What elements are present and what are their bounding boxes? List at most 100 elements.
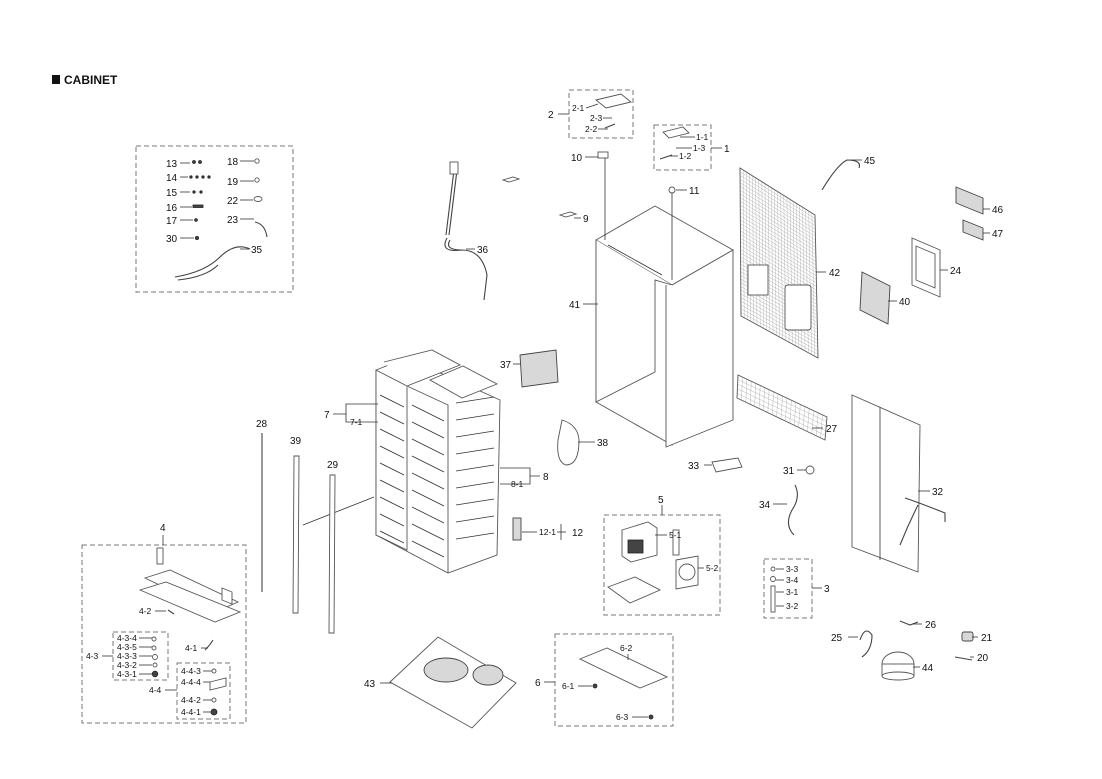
grid-line <box>455 481 495 489</box>
label-9: 9 <box>583 214 589 225</box>
label-28: 28 <box>256 419 268 430</box>
grid-line <box>807 408 810 432</box>
group-box-4-3 <box>112 631 169 681</box>
label-15: 15 <box>166 188 178 199</box>
grid-line <box>798 404 801 428</box>
label-5-2: 5-2 <box>706 563 719 573</box>
grid-line <box>740 230 817 276</box>
grid-line <box>754 383 756 407</box>
grid-line <box>763 387 765 411</box>
label-32: 32 <box>932 487 944 498</box>
label-25: 25 <box>831 633 843 644</box>
grid-line <box>740 212 816 259</box>
label-29: 29 <box>327 460 339 471</box>
base-assembly-4 <box>138 547 242 716</box>
label-8-1: 8-1 <box>511 479 524 489</box>
parts-12-37-38 <box>512 349 580 541</box>
label-38: 38 <box>597 438 609 449</box>
grid-line <box>740 193 816 241</box>
grid-line <box>379 445 405 459</box>
group-box-6 <box>554 633 674 727</box>
bottom-plate-43 <box>389 636 517 729</box>
grid-line <box>737 393 826 436</box>
label-7-1: 7-1 <box>350 417 363 427</box>
part-36 <box>444 161 488 301</box>
title-marker <box>52 75 60 84</box>
group-6-parts <box>578 647 669 720</box>
label-34: 34 <box>759 500 771 511</box>
grid-line <box>740 301 818 344</box>
grid-line <box>740 234 817 280</box>
compressor-44 <box>859 620 974 681</box>
label-10: 10 <box>571 153 583 164</box>
label-4-3-3: 4-3-3 <box>117 651 137 661</box>
label-24: 24 <box>950 266 962 277</box>
grid-line <box>794 402 797 426</box>
grid-line <box>455 396 495 404</box>
label-6-1: 6-1 <box>562 681 575 691</box>
grid-line <box>739 175 816 223</box>
grid-line <box>379 462 405 476</box>
label-4-3-4: 4-3-4 <box>117 633 137 643</box>
label-3-1: 3-1 <box>786 587 799 597</box>
label-3: 3 <box>824 584 830 595</box>
label-36: 36 <box>477 245 489 256</box>
label-37: 37 <box>500 360 512 371</box>
group-box-3 <box>763 558 813 619</box>
inner-liner <box>302 349 501 574</box>
grid-line <box>758 385 761 409</box>
label-5: 5 <box>658 495 664 506</box>
grid-line <box>740 219 817 266</box>
grid-line <box>750 381 752 405</box>
grid-line <box>455 413 495 421</box>
label-4-1: 4-1 <box>185 643 198 653</box>
leader-lines <box>102 103 990 718</box>
grid-line <box>379 479 405 493</box>
label-17: 17 <box>166 216 178 227</box>
label-1-3: 1-3 <box>693 143 706 153</box>
label-33: 33 <box>688 461 700 472</box>
label-47: 47 <box>992 229 1004 240</box>
label-11: 11 <box>689 186 700 197</box>
label-41: 41 <box>569 300 581 311</box>
diagram-title: CABINET <box>64 73 118 87</box>
back-panel-42 <box>739 167 819 359</box>
label-4: 4 <box>160 523 166 534</box>
label-42: 42 <box>829 268 841 279</box>
grid-line <box>740 190 816 237</box>
group-box-hardware <box>135 145 294 293</box>
label-2-2: 2-2 <box>585 124 598 134</box>
label-6-2: 6-2 <box>620 643 633 653</box>
grid-line <box>740 308 818 352</box>
label-2-1: 2-1 <box>572 103 585 113</box>
grid-line <box>785 398 788 422</box>
grid-line <box>811 410 814 434</box>
label-6: 6 <box>535 678 541 689</box>
group-box-4-4 <box>176 662 231 720</box>
grid-line <box>411 540 445 558</box>
label-4-4: 4-4 <box>149 685 162 695</box>
grid-line <box>740 312 819 355</box>
label-4-2: 4-2 <box>139 606 152 616</box>
label-4-4-4: 4-4-4 <box>181 677 201 687</box>
grid-line <box>816 412 819 436</box>
label-1-1: 1-1 <box>696 132 709 142</box>
grid-line <box>379 513 405 527</box>
label-27: 27 <box>826 424 838 435</box>
label-20: 20 <box>977 653 989 664</box>
grid-line <box>820 414 823 438</box>
label-21: 21 <box>981 633 993 644</box>
label-7: 7 <box>324 410 330 421</box>
grid-line <box>455 447 495 455</box>
grid-line <box>411 523 445 541</box>
label-43: 43 <box>364 679 376 690</box>
grid-line <box>455 430 495 438</box>
grid-line <box>740 297 818 341</box>
grid-line <box>411 472 445 490</box>
label-4-3-2: 4-3-2 <box>117 660 137 670</box>
grid-line <box>739 171 816 219</box>
grid-line <box>455 515 495 523</box>
label-40: 40 <box>899 297 911 308</box>
grid-line <box>740 241 817 287</box>
label-26: 26 <box>925 620 937 631</box>
